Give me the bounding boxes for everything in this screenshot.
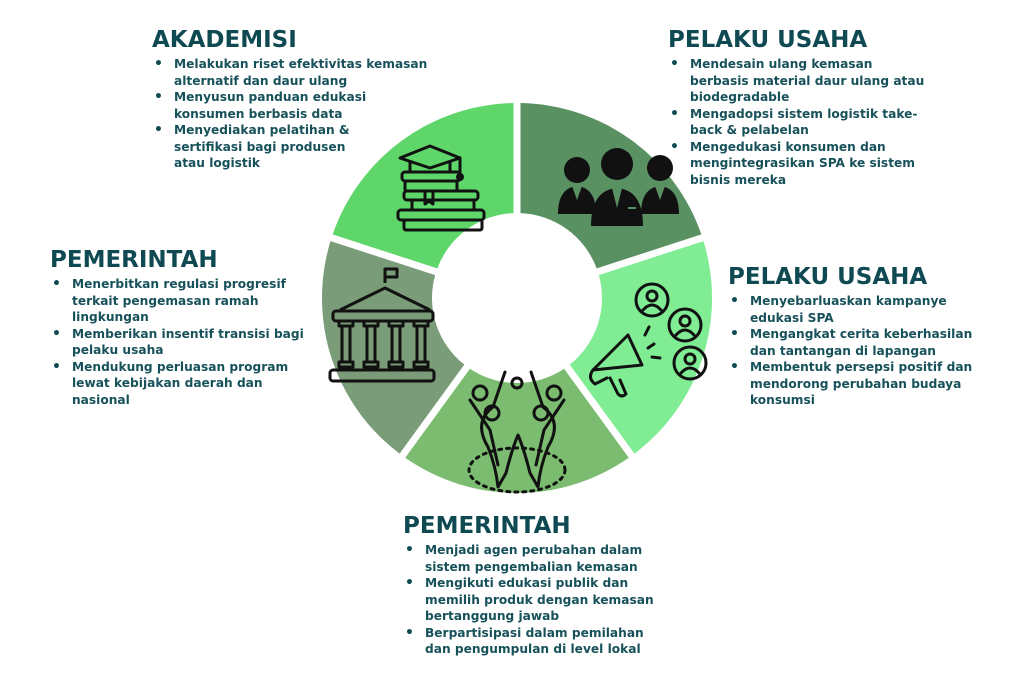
segment-pelaku2 (569, 241, 712, 454)
graduation-books-icon (396, 144, 486, 232)
pemerintah-2-block: PEMERINTAH Menjadi agen perubahan dalam … (403, 512, 693, 658)
list-item: Mengadopsi sistem logistik take-back & p… (670, 106, 935, 139)
pelaku-usaha-2-block: PELAKU USAHA Menyebarluaskan kampanye ed… (728, 263, 1018, 409)
list-item: Melakukan riset efektivitas kemasan alte… (154, 56, 439, 89)
list-item: Mengangkat cerita keberhasilan dan tanta… (730, 326, 995, 359)
pemerintah-2-title: PEMERINTAH (403, 513, 571, 539)
list-item: Mengedukasi konsumen dan mengintegrasika… (670, 139, 935, 189)
pelaku-usaha-2-list: Menyebarluaskan kampanye edukasi SPA Men… (728, 293, 1018, 409)
akademisi-block: AKADEMISI Melakukan riset efektivitas ke… (152, 26, 452, 172)
pemerintah-2-list: Menjadi agen perubahan dalam sistem peng… (403, 542, 693, 658)
pemerintah-1-list: Menerbitkan regulasi progresif terkait p… (50, 276, 340, 408)
list-item: Mendesain ulang kemasan berbasis materia… (670, 56, 935, 106)
segment-pelaku1 (520, 103, 702, 269)
pelaku-usaha-2-title: PELAKU USAHA (728, 264, 928, 290)
akademisi-list: Melakukan riset efektivitas kemasan alte… (154, 56, 452, 172)
megaphone-audience-icon (588, 282, 708, 398)
list-item: Menjadi agen perubahan dalam sistem peng… (405, 542, 665, 575)
list-item: Menyebarluaskan kampanye edukasi SPA (730, 293, 960, 326)
list-item: Memberikan insentif transisi bagi pelaku… (52, 326, 312, 359)
pemerintah-1-block: PEMERINTAH Menerbitkan regulasi progresi… (50, 246, 340, 408)
pelaku-usaha-1-title: PELAKU USAHA (668, 27, 868, 53)
segment-pemerintah2 (405, 368, 629, 494)
list-item: Menyusun panduan edukasi konsumen berbas… (154, 89, 374, 122)
segment-akademisi (332, 103, 514, 269)
business-people-icon (558, 148, 679, 226)
government-building-icon (328, 267, 436, 383)
pelaku-usaha-1-list: Mendesain ulang kemasan berbasis materia… (668, 56, 968, 188)
community-people-icon (467, 370, 567, 494)
list-item: Mendukung perluasan program lewat kebija… (52, 359, 302, 409)
list-item: Berpartisipasi dalam pemilahan dan pengu… (405, 625, 665, 658)
pelaku-usaha-1-block: PELAKU USAHA Mendesain ulang kemasan ber… (668, 26, 968, 188)
list-item: Menerbitkan regulasi progresif terkait p… (52, 276, 312, 326)
akademisi-title: AKADEMISI (152, 27, 297, 53)
list-item: Membentuk persepsi positif dan mendorong… (730, 359, 990, 409)
pemerintah-1-title: PEMERINTAH (50, 247, 218, 273)
list-item: Mengikuti edukasi publik dan memilih pro… (405, 575, 675, 625)
list-item: Menyediakan pelatihan & sertifikasi bagi… (154, 122, 374, 172)
